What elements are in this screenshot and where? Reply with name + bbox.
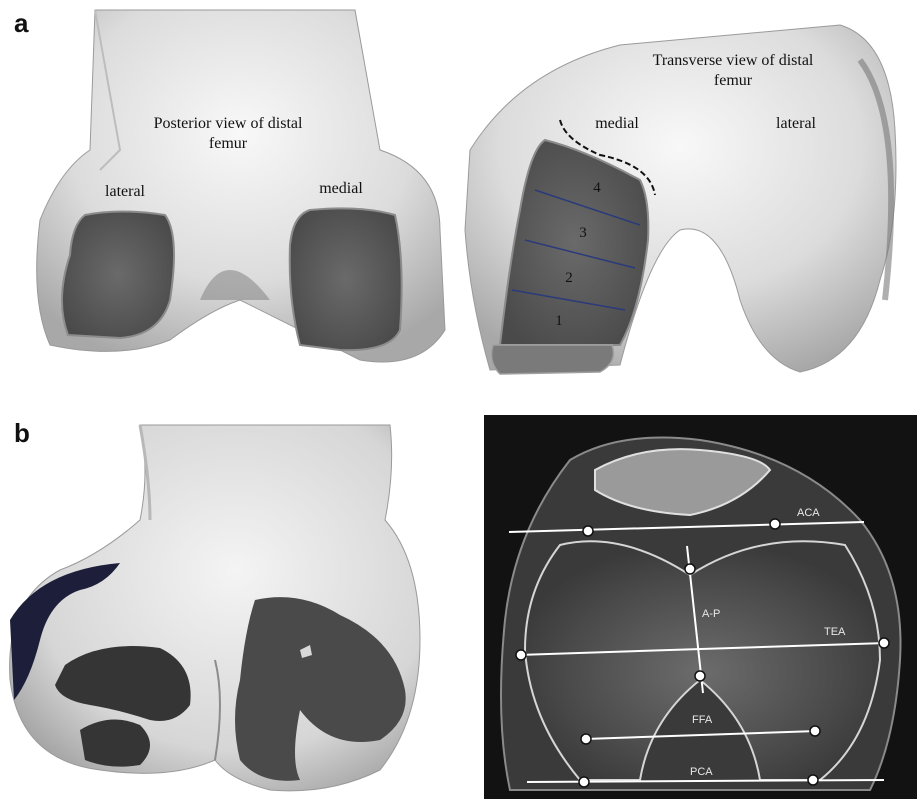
posterior-label-medial: medial [319,180,363,197]
zone-4-label: 4 [593,180,601,196]
posterior-caption-line1: Posterior view of distal [154,115,303,132]
ct-label-ap: A-P [702,608,720,620]
zone-1-label: 1 [555,313,563,329]
zone-3-label: 3 [579,225,587,241]
ct-label-tea: TEA [824,626,846,638]
posterior-label-lateral: lateral [105,183,146,200]
posterior-caption-line2: femur [209,135,248,152]
transverse-label-medial: medial [595,115,639,132]
posterior-medial-cartilage [290,208,402,350]
ct-label-aca: ACA [797,507,820,519]
transverse-caption-line1: Transverse view of distal [653,52,814,69]
transverse-label-lateral: lateral [776,115,817,132]
transverse-distal-cap [492,345,614,374]
ct-label-ffa: FFA [692,714,713,726]
posterior-lateral-cartilage [62,212,174,339]
transverse-caption-line2: femur [714,72,753,89]
ct-label-pca: PCA [690,766,713,778]
zone-2-label: 2 [565,270,573,286]
condyle-dark-region-bottom [80,720,150,767]
